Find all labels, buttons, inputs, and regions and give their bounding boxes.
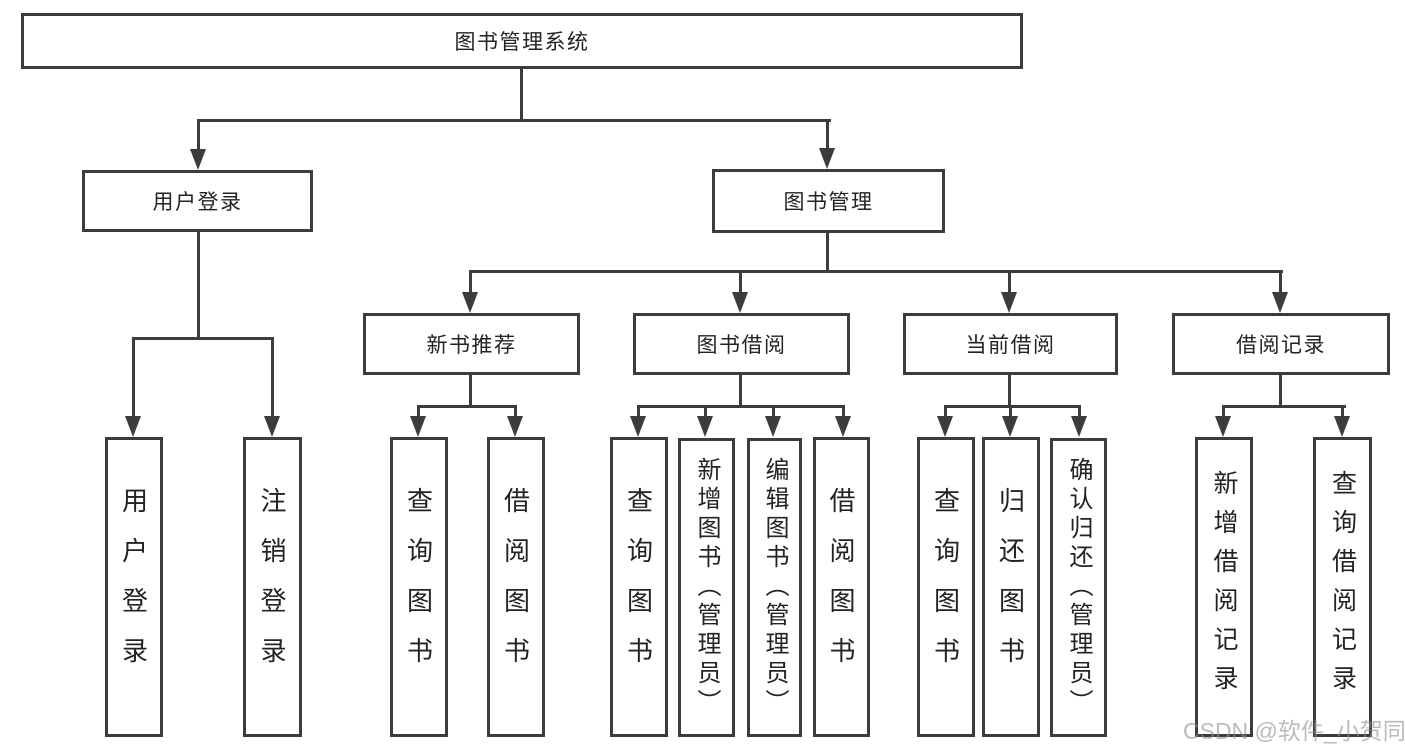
connector-line (944, 405, 1081, 408)
connector-line (197, 232, 200, 340)
connector-line (197, 119, 200, 152)
node-current-borrowing: 当前借阅 (903, 313, 1118, 375)
arrowhead-icon (765, 416, 781, 437)
leaf-borrow-books-recommend: 借阅图书 (487, 437, 545, 737)
connector-line (739, 270, 742, 294)
node-borrowing-records: 借阅记录 (1172, 313, 1390, 375)
node-label: 图书管理 (783, 191, 874, 214)
connector-line (1222, 405, 1346, 408)
node-label: 借阅图书 (500, 487, 531, 687)
connector-line (637, 405, 640, 419)
connector-line (1222, 405, 1225, 419)
connector-line (1279, 375, 1282, 408)
connector-line (826, 119, 829, 152)
connector-line (520, 68, 523, 122)
node-label: 当前借阅 (965, 334, 1056, 357)
connector-line (469, 270, 472, 294)
connector-line (637, 405, 845, 408)
arrowhead-icon (1002, 416, 1018, 437)
arrowhead-icon (264, 416, 280, 437)
csdn-watermark: CSDN @软件_小贺同学 (1183, 718, 1405, 744)
connector-line (944, 405, 947, 419)
node-new-book-recommend: 新书推荐 (363, 313, 580, 375)
arrowhead-icon (1001, 292, 1017, 313)
node-label: 用户登录 (152, 191, 243, 214)
arrowhead-icon (410, 416, 426, 437)
arrowhead-icon (1272, 292, 1288, 313)
node-label: 用户登录 (118, 487, 149, 687)
node-user-login: 用户登录 (82, 170, 313, 232)
connector-line (469, 270, 1283, 273)
connector-line (739, 375, 742, 408)
connector-line (842, 405, 845, 419)
node-label: 图书管理系统 (454, 31, 590, 54)
leaf-add-book-admin: 新增图书（管理员） (678, 438, 735, 737)
connector-line (417, 405, 517, 408)
node-label: 借阅记录 (1236, 334, 1326, 357)
leaf-logout: 注销登录 (243, 437, 302, 737)
arrowhead-icon (835, 416, 851, 437)
arrowhead-icon (819, 148, 835, 169)
node-root: 图书管理系统 (21, 13, 1023, 69)
connector-line (132, 337, 274, 340)
node-book-borrowing: 图书借阅 (633, 313, 850, 375)
arrowhead-icon (732, 292, 748, 313)
connector-line (772, 405, 775, 419)
connector-line (197, 119, 831, 122)
node-label: 查询图书 (930, 487, 961, 687)
connector-line (417, 405, 420, 419)
node-label: 查询图书 (623, 487, 654, 687)
node-label: 新增借阅记录 (1210, 470, 1238, 704)
leaf-edit-book-admin: 编辑图书（管理员） (747, 438, 802, 737)
node-book-management: 图书管理 (712, 169, 945, 233)
arrowhead-icon (697, 416, 713, 437)
leaf-return-books: 归还图书 (982, 437, 1040, 737)
arrowhead-icon (190, 149, 206, 170)
arrowhead-icon (462, 292, 478, 313)
leaf-query-books-borrowing: 查询图书 (610, 437, 668, 737)
connector-line (1279, 270, 1282, 294)
leaf-query-borrow-record: 查询借阅记录 (1313, 437, 1372, 737)
node-label: 注销登录 (257, 487, 287, 687)
connector-line (514, 405, 517, 419)
node-label: 查询图书 (403, 487, 434, 687)
node-label: 新书推荐 (426, 334, 517, 357)
connector-line (271, 337, 274, 417)
leaf-query-books-recommend: 查询图书 (390, 437, 448, 737)
arrowhead-icon (630, 416, 646, 437)
connector-line (704, 405, 707, 419)
arrowhead-icon (937, 416, 953, 437)
leaf-add-borrow-record: 新增借阅记录 (1195, 437, 1253, 737)
node-label: 新增图书（管理员） (693, 457, 720, 718)
leaf-user-login: 用户登录 (105, 437, 163, 737)
connector-line (1008, 270, 1011, 294)
node-label: 确认归还（管理员） (1065, 457, 1092, 718)
arrowhead-icon (1215, 416, 1231, 437)
connector-line (1341, 405, 1344, 419)
arrowhead-icon (1334, 416, 1350, 437)
node-label: 查询借阅记录 (1328, 470, 1357, 704)
arrowhead-icon (507, 416, 523, 437)
connector-line (132, 337, 135, 417)
arrowhead-icon (1071, 416, 1087, 437)
node-label: 图书借阅 (696, 334, 787, 357)
arrowhead-icon (125, 416, 141, 437)
leaf-borrow-books-borrowing: 借阅图书 (813, 437, 870, 737)
leaf-confirm-return-admin: 确认归还（管理员） (1050, 438, 1107, 737)
connector-line (469, 375, 472, 408)
node-label: 编辑图书（管理员） (761, 457, 788, 718)
node-label: 归还图书 (995, 487, 1026, 687)
connector-line (1009, 405, 1012, 419)
node-label: 借阅图书 (826, 487, 856, 687)
leaf-query-books-current: 查询图书 (917, 437, 975, 737)
connector-line (1078, 405, 1081, 419)
connector-line (826, 233, 829, 273)
connector-line (1008, 375, 1011, 408)
